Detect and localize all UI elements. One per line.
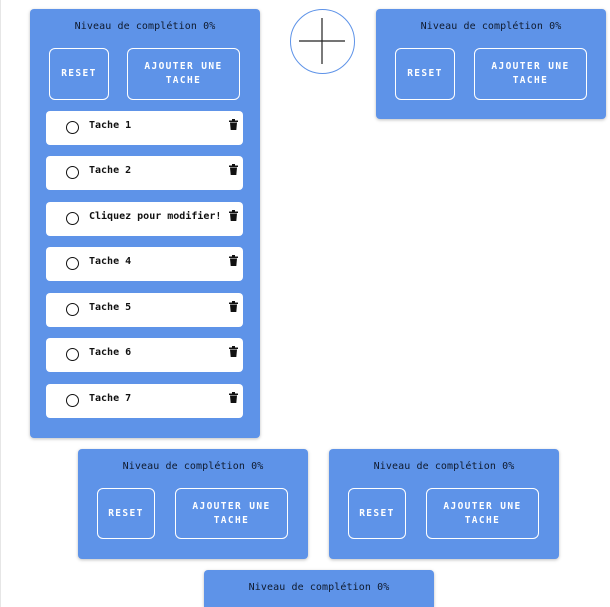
task-label[interactable]: Tache 2 [89, 165, 132, 176]
completion-level-label: Niveau de complétion 0% [248, 582, 390, 593]
circle-icon[interactable] [66, 394, 79, 407]
task-label[interactable]: Tache 1 [89, 120, 132, 131]
trash-icon[interactable] [229, 392, 238, 403]
trash-icon[interactable] [229, 346, 238, 357]
task-label[interactable]: Tache 5 [89, 302, 132, 313]
completion-level-label: Niveau de complétion 0% [420, 21, 562, 32]
add-task-button[interactable]: AJOUTER UNE TACHE [474, 48, 587, 100]
completion-level-label: Niveau de complétion 0% [373, 461, 515, 472]
circle-icon[interactable] [66, 257, 79, 270]
add-task-button[interactable]: AJOUTER UNE TACHE [175, 488, 288, 539]
todo-list-panel-1: Niveau de complétion 0% RESET AJOUTER UN… [30, 9, 260, 438]
task-label[interactable]: Tache 4 [89, 256, 132, 267]
circle-icon[interactable] [66, 121, 79, 134]
circle-icon[interactable] [66, 166, 79, 179]
todo-list-panel-4: Niveau de complétion 0% RESET AJOUTER UN… [329, 449, 559, 559]
task-label[interactable]: Tache 7 [89, 393, 132, 404]
trash-icon[interactable] [229, 164, 238, 175]
reset-button[interactable]: RESET [348, 488, 406, 539]
trash-icon[interactable] [229, 301, 238, 312]
completion-level-label: Niveau de complétion 0% [122, 461, 264, 472]
circle-icon[interactable] [66, 303, 79, 316]
todo-list-panel-3: Niveau de complétion 0% RESET AJOUTER UN… [78, 449, 308, 559]
task-label[interactable]: Tache 6 [89, 347, 132, 358]
reset-button[interactable]: RESET [49, 48, 109, 100]
trash-icon[interactable] [229, 255, 238, 266]
reset-button[interactable]: RESET [97, 488, 155, 539]
add-task-button[interactable]: AJOUTER UNE TACHE [426, 488, 539, 539]
task-item[interactable]: Tache 6 [46, 338, 243, 372]
todo-list-panel-2: Niveau de complétion 0% RESET AJOUTER UN… [376, 9, 606, 119]
trash-icon[interactable] [229, 210, 238, 221]
trash-icon[interactable] [229, 119, 238, 130]
task-item[interactable]: Tache 7 [46, 384, 243, 418]
circle-icon[interactable] [66, 212, 79, 225]
task-item[interactable]: Cliquez pour modifier! [46, 202, 243, 236]
task-item[interactable]: Tache 4 [46, 247, 243, 281]
completion-level-label: Niveau de complétion 0% [74, 21, 216, 32]
task-item[interactable]: Tache 1 [46, 111, 243, 145]
task-item[interactable]: Tache 5 [46, 293, 243, 327]
circle-icon[interactable] [66, 348, 79, 361]
todo-list-panel-5: Niveau de complétion 0% [204, 570, 434, 607]
page-edge [0, 0, 1, 607]
task-item[interactable]: Tache 2 [46, 156, 243, 190]
reset-button[interactable]: RESET [395, 48, 455, 100]
task-label[interactable]: Cliquez pour modifier! [89, 211, 222, 222]
add-list-button[interactable] [290, 9, 355, 74]
add-task-button[interactable]: AJOUTER UNE TACHE [127, 48, 240, 100]
plus-icon [299, 18, 345, 64]
